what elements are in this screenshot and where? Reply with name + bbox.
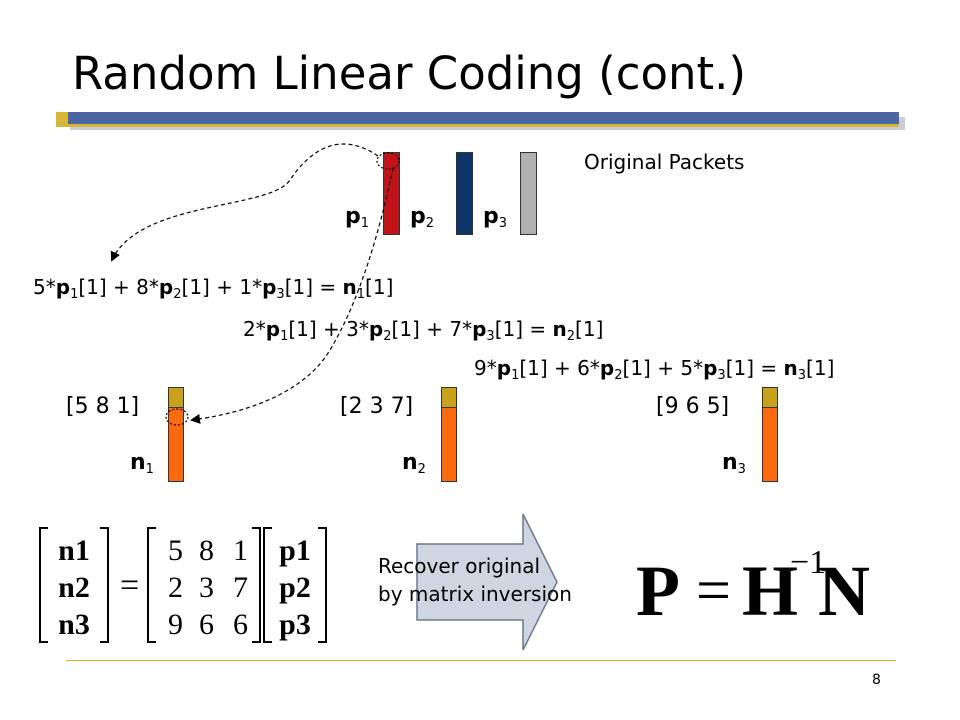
lhs-n3: n3 [58, 608, 90, 641]
rhs-p3: p3 [279, 608, 311, 641]
h-2-2: 6 [233, 608, 248, 641]
equation-row-2: 2*p1[1] + 3*p2[1] + 7*p3[1] = n2[1] [243, 317, 604, 344]
coded-packet-bar-2 [441, 387, 457, 482]
equation-row-3: 9*p1[1] + 6*p2[1] + 5*p3[1] = n3[1] [474, 356, 835, 383]
packet-label-p1: p1 [345, 204, 370, 231]
n1-selection-ellipse [165, 408, 189, 426]
coded-packet-bar-3 [762, 387, 778, 482]
original-packets-label: Original Packets [584, 150, 745, 174]
coded-header-1 [168, 387, 184, 408]
formula-exponent: −1 [790, 544, 826, 581]
title-rule-tab [56, 112, 68, 127]
packet-label-p2: p2 [410, 204, 435, 231]
coded-body-3 [762, 408, 778, 482]
lhs-n1: n1 [58, 534, 90, 567]
h-0-2: 1 [233, 534, 248, 567]
h-1-0: 2 [168, 571, 183, 604]
page-number: 8 [872, 672, 881, 688]
h-2-1: 6 [199, 608, 214, 641]
coded-label-n2: n2 [402, 450, 426, 477]
coded-body-1 [168, 408, 184, 482]
h-1-1: 3 [199, 571, 214, 604]
packet-bar-p3 [520, 152, 537, 235]
formula-equals: = [696, 557, 731, 625]
packet-label-p3: p3 [483, 204, 508, 231]
h-2-0: 9 [168, 608, 183, 641]
matrix-equals: = [120, 567, 139, 604]
matrix-equation: n1 n2 n3 = 5 8 1 2 3 7 9 6 6 p1 p2 p3 [39, 527, 327, 643]
coded-packet-bar-1 [168, 387, 184, 482]
title-rule-accent [66, 124, 899, 127]
formula-N: N [818, 551, 870, 631]
inversion-formula: P = H −1 N [636, 544, 870, 631]
h-0-1: 8 [199, 534, 214, 567]
lhs-n2: n2 [58, 571, 90, 604]
h-0-0: 5 [168, 534, 183, 567]
packet-bar-p1 [383, 152, 400, 235]
recover-line-2: by matrix inversion [378, 582, 572, 606]
coded-header-3 [762, 387, 778, 408]
arrow-p1-to-n1 [190, 167, 394, 424]
packet-bar-p2 [456, 152, 473, 235]
formula-P: P [636, 551, 680, 631]
title-rule [66, 112, 899, 124]
coded-vector-3: [9 6 5] [656, 394, 730, 419]
coded-vector-2: [2 3 7] [340, 394, 414, 419]
arrow-p1-to-equation [110, 143, 379, 262]
equation-row-1: 5*p1[1] + 8*p2[1] + 1*p3[1] = n1[1] [33, 275, 394, 302]
rhs-p2: p2 [279, 571, 311, 604]
p1-selection-ellipse [376, 152, 400, 170]
coded-header-2 [441, 387, 457, 408]
footer-rule [66, 660, 896, 661]
rhs-p1: p1 [279, 534, 311, 567]
h-1-2: 7 [233, 571, 248, 604]
coded-vector-1: [5 8 1] [66, 394, 140, 419]
slide-title: Random Linear Coding (cont.) [72, 47, 747, 100]
formula-H: H [742, 551, 798, 631]
block-arrow [416, 513, 558, 651]
coded-label-n1: n1 [130, 450, 154, 477]
block-arrow-shape [416, 513, 558, 651]
recover-line-1: Recover original [378, 554, 541, 578]
coded-body-2 [441, 408, 457, 482]
coded-label-n3: n3 [722, 450, 746, 477]
